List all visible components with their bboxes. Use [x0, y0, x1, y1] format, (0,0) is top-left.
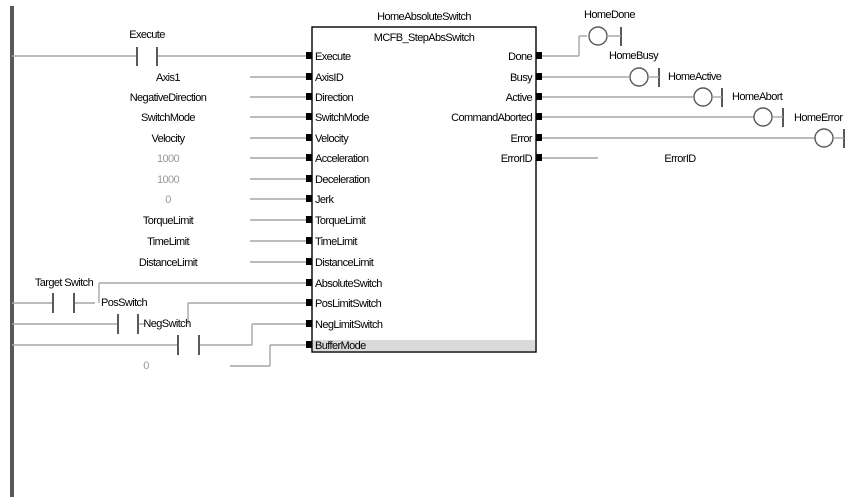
input-neg-limit-switch: NegLimitSwitch	[315, 319, 383, 331]
deceleration-constant[interactable]: 1000	[157, 174, 180, 186]
home-done-coil[interactable]	[588, 26, 622, 46]
input-execute: Execute	[315, 51, 351, 63]
input-acceleration: Acceleration	[315, 153, 369, 165]
input-pins	[306, 52, 312, 348]
input-deceleration: Deceleration	[315, 174, 370, 186]
buffer-mode-row-highlight	[313, 340, 535, 351]
acceleration-constant[interactable]: 1000	[157, 153, 180, 165]
switch-mode-variable[interactable]: SwitchMode	[141, 112, 196, 124]
output-pins	[536, 52, 542, 161]
input-time-limit: TimeLimit	[315, 236, 357, 248]
buffer-mode-constant[interactable]: 0	[143, 360, 150, 372]
direction-variable[interactable]: NegativeDirection	[130, 92, 208, 104]
error-id-variable[interactable]: ErrorID	[664, 153, 697, 165]
output-command-aborted: CommandAborted	[451, 112, 532, 124]
jerk-constant[interactable]: 0	[165, 194, 172, 206]
function-block[interactable]: HomeAbsoluteSwitch MCFB_StepAbsSwitch Ex…	[306, 11, 542, 353]
home-error-coil[interactable]	[814, 128, 845, 148]
time-limit-variable[interactable]: TimeLimit	[147, 236, 190, 248]
function-block-body[interactable]	[311, 26, 537, 353]
neg-switch-label: NegSwitch	[143, 318, 191, 330]
input-direction: Direction	[315, 92, 353, 104]
input-axis-id: AxisID	[315, 72, 344, 84]
input-jerk: Jerk	[315, 194, 334, 206]
home-active-coil[interactable]	[693, 87, 723, 107]
home-error-label: HomeError	[794, 112, 843, 124]
input-distance-limit: DistanceLimit	[315, 257, 374, 269]
pos-switch-label: PosSwitch	[101, 297, 147, 309]
input-buffer-mode: BufferMode	[315, 340, 366, 352]
block-instance-name: HomeAbsoluteSwitch	[377, 11, 471, 23]
execute-contact[interactable]	[136, 47, 158, 66]
home-active-label: HomeActive	[668, 71, 722, 83]
output-done: Done	[508, 51, 532, 63]
torque-limit-variable[interactable]: TorqueLimit	[143, 215, 194, 227]
switch-rung-wires	[12, 282, 309, 367]
velocity-variable[interactable]: Velocity	[151, 133, 186, 145]
output-error: Error	[511, 133, 533, 145]
execute-contact-label: Execute	[129, 29, 165, 41]
home-busy-coil[interactable]	[629, 67, 660, 87]
input-velocity: Velocity	[315, 133, 349, 145]
neg-switch-contact[interactable]	[177, 335, 200, 355]
output-busy: Busy	[510, 72, 533, 84]
input-wires	[250, 76, 309, 263]
home-busy-label: HomeBusy	[609, 50, 659, 62]
input-absolute-switch: AbsoluteSwitch	[315, 278, 382, 290]
output-error-id: ErrorID	[501, 153, 533, 165]
home-done-label: HomeDone	[584, 9, 635, 21]
input-torque-limit: TorqueLimit	[315, 215, 366, 227]
block-type-name: MCFB_StepAbsSwitch	[374, 32, 475, 44]
input-pos-limit-switch: PosLimitSwitch	[315, 298, 382, 310]
output-wires	[542, 35, 815, 159]
target-switch-contact[interactable]	[52, 293, 75, 313]
distance-limit-variable[interactable]: DistanceLimit	[139, 257, 198, 269]
output-active: Active	[506, 92, 533, 104]
home-abort-label: HomeAbort	[732, 91, 783, 103]
input-switch-mode: SwitchMode	[315, 112, 369, 124]
pos-switch-contact[interactable]	[117, 314, 139, 334]
target-switch-label: Target Switch	[35, 277, 94, 289]
home-abort-coil[interactable]	[753, 107, 784, 127]
axis-id-variable[interactable]: Axis1	[156, 72, 181, 84]
